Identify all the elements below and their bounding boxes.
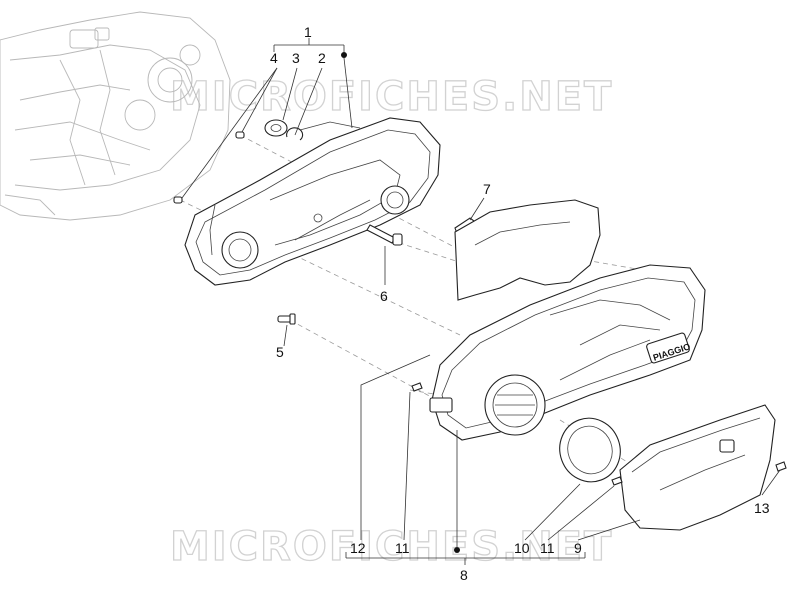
filter-ring-part <box>559 417 621 483</box>
callout-5: 5 <box>276 344 284 360</box>
gasket-part <box>454 199 601 301</box>
bearing-part <box>264 119 288 137</box>
engine-crankcase-ghost <box>0 11 231 221</box>
screw-part-13 <box>775 461 787 472</box>
inner-transmission-cover <box>184 117 441 286</box>
callout-3: 3 <box>292 50 300 66</box>
callout-2: 2 <box>318 50 326 66</box>
outer-cap-part-9 <box>619 404 776 531</box>
outer-transmission-cover: PIAGGIO <box>429 264 706 441</box>
callout-8: 8 <box>460 567 468 583</box>
top-bracket <box>273 38 347 58</box>
callout-10: 10 <box>514 540 530 556</box>
bolt-part-6 <box>366 224 403 246</box>
callout-4: 4 <box>270 50 278 66</box>
callout-11-right: 11 <box>540 540 555 556</box>
callout-13: 13 <box>754 500 770 516</box>
callout-11-left: 11 <box>395 540 410 556</box>
bottom-bracket <box>345 547 586 565</box>
screw-part-5 <box>277 313 296 325</box>
circlip-part <box>286 127 304 141</box>
dowel-pin-parts <box>173 131 245 204</box>
callout-9: 9 <box>574 540 582 556</box>
screw-parts-11 <box>411 382 623 486</box>
top-leaders <box>181 57 485 347</box>
callout-6: 6 <box>380 288 388 304</box>
callout-7: 7 <box>483 181 491 197</box>
watermark-top: MICROFICHES.NET <box>170 74 613 120</box>
callout-12: 12 <box>350 540 366 556</box>
watermark-bottom: MICROFICHES.NET <box>170 524 613 570</box>
bottom-leaders <box>360 354 781 548</box>
callout-1: 1 <box>304 24 312 40</box>
